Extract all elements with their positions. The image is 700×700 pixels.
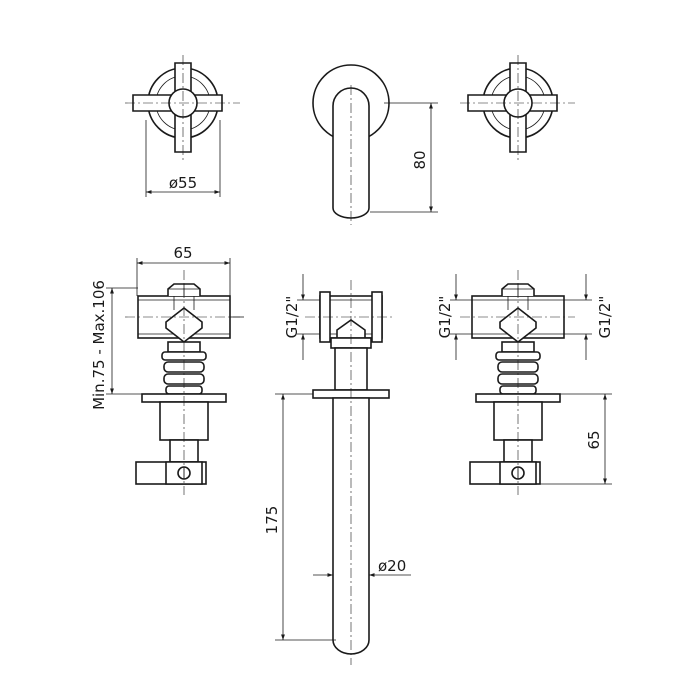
front-right-valve xyxy=(460,270,575,495)
handle-projection-label: 65 xyxy=(585,430,603,449)
spout-length-dimension: 175 xyxy=(263,393,336,641)
front-spout-body xyxy=(305,280,395,665)
wall-depth-label: Min.75 - Max.106 xyxy=(90,280,108,410)
front-left-valve xyxy=(125,270,240,495)
thread-right-right-label: G1/2" xyxy=(596,296,614,339)
handle-diameter-label: ø55 xyxy=(169,174,197,192)
thread-right-right-dimension: G1/2" xyxy=(564,274,614,360)
thread-spout-label: G1/2" xyxy=(283,296,301,339)
thread-right-left-dimension: G1/2" xyxy=(436,274,472,360)
spout-height-dimension: 80 xyxy=(370,102,438,213)
spout-diameter-label: ø20 xyxy=(378,557,406,575)
thread-right-left-label: G1/2" xyxy=(436,296,454,339)
body-width-dimension: 65 xyxy=(136,244,231,296)
top-left-cross-handle xyxy=(125,55,240,160)
spout-length-label: 175 xyxy=(263,506,281,535)
body-width-label: 65 xyxy=(173,244,192,262)
top-spout-view xyxy=(312,64,390,225)
top-right-cross-handle xyxy=(460,55,575,160)
handle-projection-dimension: 65 xyxy=(540,393,612,485)
thread-spout-dimension: G1/2" xyxy=(283,274,320,360)
spout-height-label: 80 xyxy=(411,150,429,169)
wall-depth-dimension: Min.75 - Max.106 xyxy=(90,280,142,410)
spout-diameter-dimension: ø20 xyxy=(313,557,411,577)
handle-diameter-dimension: ø55 xyxy=(145,120,221,197)
